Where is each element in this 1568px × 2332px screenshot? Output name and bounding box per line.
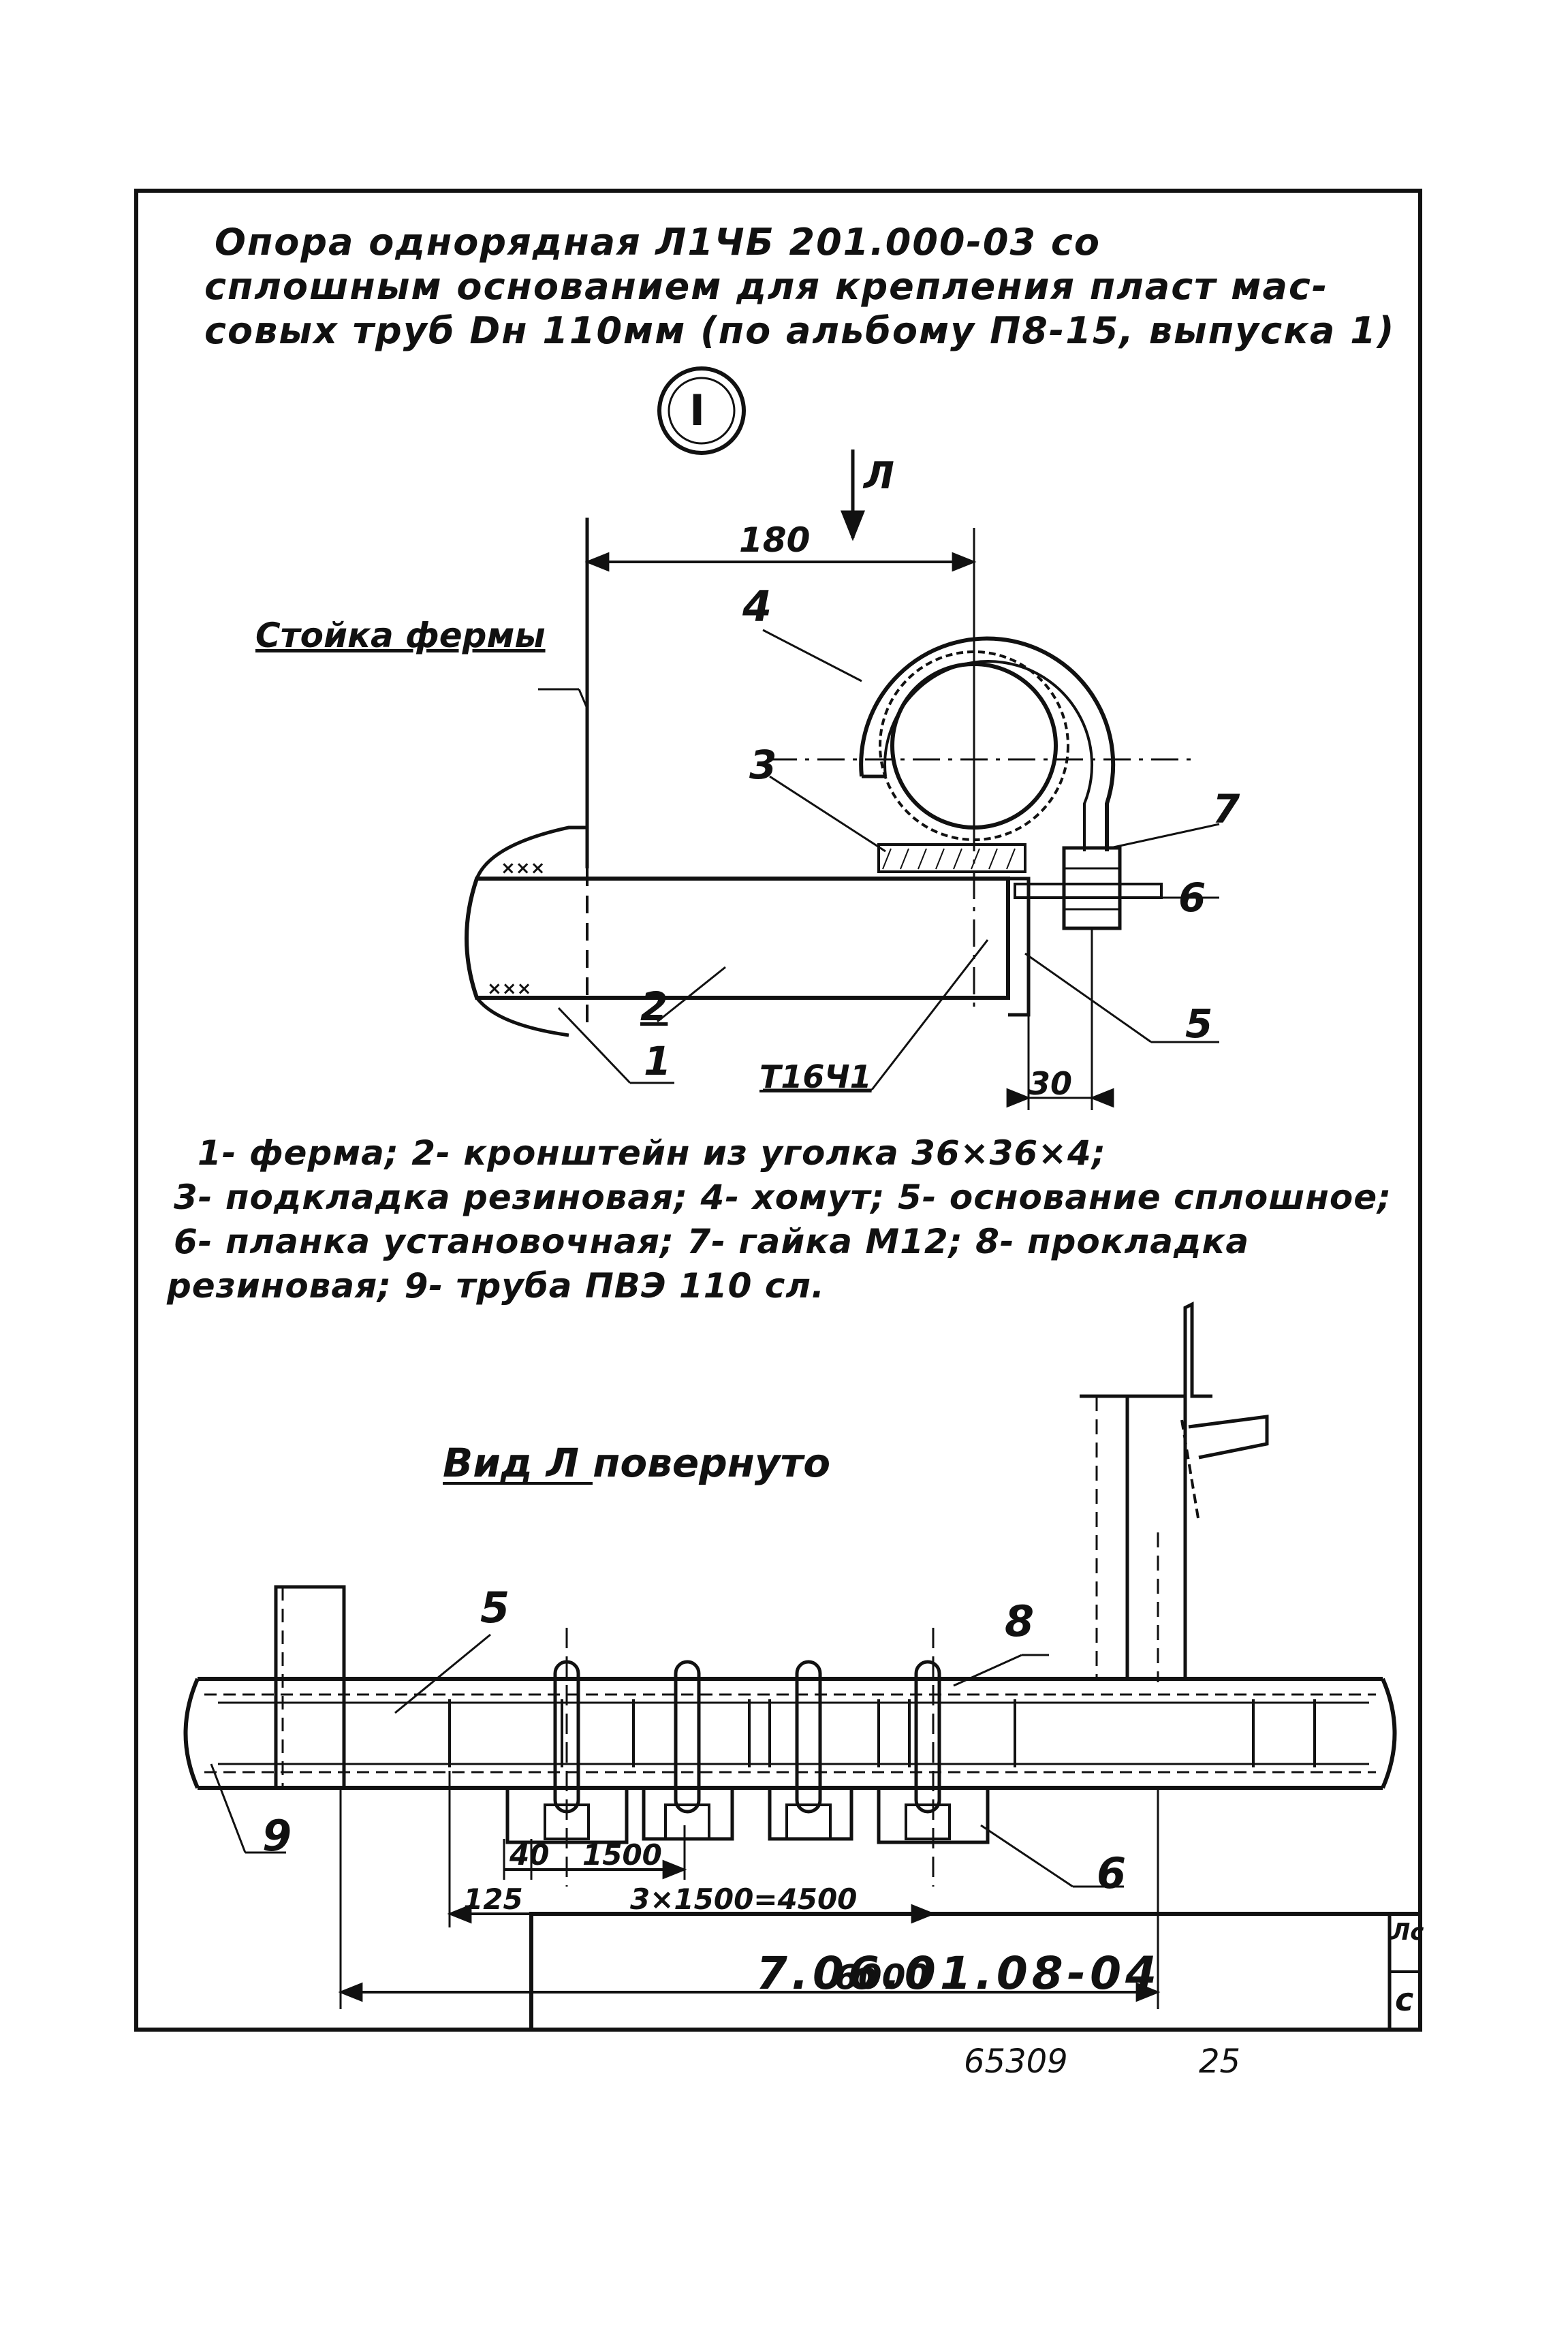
callout-4-top: 4 (742, 582, 772, 631)
footer-number: 65309 (964, 2043, 1068, 2081)
dimension-180: 180 (739, 520, 811, 560)
legend-line-4: резиновая; 9- труба ПВЭ 110 сл. (167, 1266, 826, 1306)
clamp-2 (664, 1660, 710, 1840)
callout-3-top: 3 (749, 742, 777, 788)
footer-page: 25 (1199, 2043, 1241, 2081)
dimension-125: 125 (463, 1882, 523, 1916)
stamp-side-bottom: с (1395, 1981, 1414, 2018)
stamp-side-top: Лс (1391, 1919, 1424, 1946)
top-section-view: ××× ××× (465, 450, 1220, 1110)
clamp-4 (905, 1660, 951, 1840)
clamp-3 (785, 1660, 832, 1840)
dimension-30: 30 (1029, 1065, 1073, 1102)
dimension-6000: 6000 (834, 1957, 930, 1997)
title-line-2: сплошным основанием для крепления пласт … (204, 265, 1329, 308)
section-marker-label: I (689, 385, 706, 435)
callout-9-bottom: 9 (262, 1811, 292, 1861)
svg-text:×××: ××× (501, 858, 545, 879)
title-line-3: совых труб Dн 110мм (по альбому П8-15, в… (204, 309, 1396, 352)
callout-5-bottom: 5 (480, 1583, 510, 1633)
drawing-code: 7.06.01.08-04 (756, 1947, 1161, 2000)
dimension-1500: 1500 (582, 1838, 662, 1872)
section-marker (657, 366, 746, 455)
callout-6-top: 6 (1178, 874, 1206, 921)
legend-line-1: 1- ферма; 2- кронштейн из уголка 36×36×4… (198, 1133, 1106, 1173)
mark-t16: Т16Ч1 (759, 1058, 872, 1095)
bottom-view-title: Вид Л повернуто (443, 1440, 831, 1486)
callout-2-top: 2 (640, 983, 668, 1030)
callout-5-top: 5 (1185, 1000, 1213, 1047)
legend-line-3: 6- планка установочная; 7- гайка М12; 8-… (174, 1222, 1250, 1261)
svg-text:×××: ××× (487, 979, 531, 999)
view-arrow-label: Л (864, 454, 894, 497)
dimension-3x1500: 3×1500=4500 (630, 1882, 858, 1916)
callout-6-bottom: 6 (1097, 1848, 1127, 1898)
callout-8-bottom: 8 (1005, 1596, 1035, 1646)
title-block (529, 1912, 1422, 2032)
legend-line-2: 3- подкладка резиновая; 4- хомут; 5- осн… (174, 1178, 1392, 1217)
title-line-1: Опора однорядная Л1ЧБ 201.000-03 со (215, 221, 1101, 264)
callout-7-top: 7 (1212, 786, 1240, 832)
callout-1-top: 1 (644, 1038, 672, 1084)
post-label: Стойка фермы (255, 616, 546, 655)
sheet-frame (134, 189, 1422, 2032)
bottom-view (183, 1301, 1397, 2009)
dimension-40: 40 (509, 1838, 550, 1872)
